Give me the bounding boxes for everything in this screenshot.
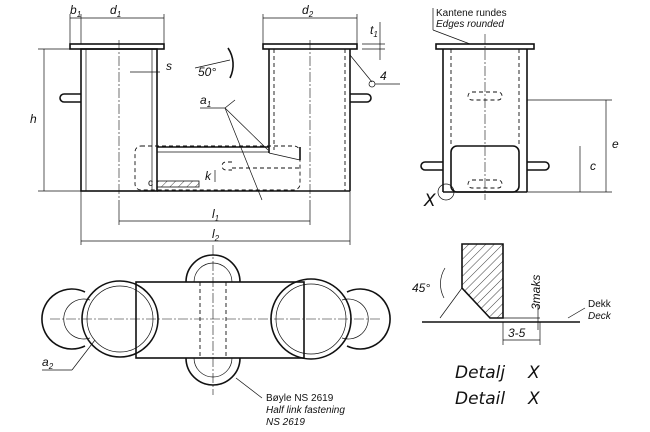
dim-d1: d1 [110,3,121,19]
detail-x-marker: X [423,191,436,211]
dim-l2: l2 [212,227,220,243]
detail-title-no-marker: X [527,363,540,383]
detail-title-en-marker: X [527,389,540,409]
edges-rounded-no: Kantene rundes [436,8,507,19]
edges-rounded-en: Edges rounded [436,19,504,30]
front-view: c [59,40,372,200]
weld-profile [461,243,504,319]
plan-view: a2 Bøyle NS 2619 Half link fastening NS … [41,245,391,428]
dim-d2: d2 [302,3,314,19]
dim-l1: l1 [212,207,219,223]
dim-t1: t1 [370,23,378,39]
svg-text:c: c [148,178,153,189]
detail-gap: 3-5 [508,326,526,340]
deck-no: Dekk [588,299,612,310]
side-view: e c Kantene rundes Edges rounded X [420,8,619,211]
dim-k: k [205,169,212,183]
dim-e: e [612,137,619,151]
dim-angle-50: 50° [198,65,216,79]
shackle-en-2: NS 2619 [266,417,305,428]
dim-c: c [590,159,596,173]
shackle-en-1: Half link fastening [266,405,345,416]
dim-weld-4: 4 [380,69,387,83]
deck-en: Deck [588,311,612,322]
detail-x-view: 45° 3maks 3-5 Dekk Deck Detalj X Detail … [412,243,612,409]
detail-title-no: Detalj [455,363,505,383]
front-dimensions: b1 d1 d2 t1 h s l1 l2 k 50° [30,3,400,245]
dim-a1: a1 [200,93,211,109]
dim-a2: a2 [42,355,54,371]
detail-angle: 45° [412,281,430,295]
shackle-no: Bøyle NS 2619 [266,393,334,404]
detail-title-en: Detail [455,389,505,409]
dim-h: h [30,112,37,126]
detail-max: 3maks [529,275,543,310]
dim-s: s [166,59,172,73]
dim-b1: b1 [70,3,81,19]
